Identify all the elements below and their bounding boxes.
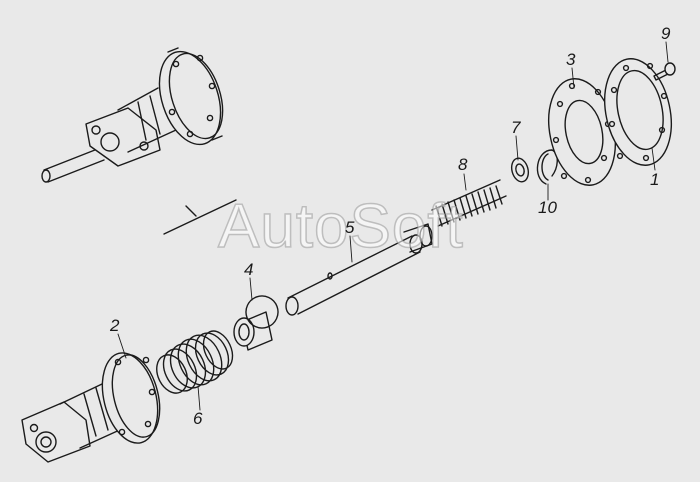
callout-7: 7 — [511, 118, 521, 137]
cover-plate-part-1 — [604, 58, 672, 166]
callout-1: 1 — [650, 170, 660, 189]
callout-6: 6 — [193, 409, 203, 428]
watermark: AutoSoft — [217, 192, 464, 261]
callout-10: 10 — [538, 198, 557, 217]
separation-mark — [163, 199, 237, 235]
snap-ring-part-10 — [536, 149, 558, 185]
callout-8: 8 — [458, 155, 468, 174]
rod-part-5 — [285, 223, 433, 316]
threaded-shaft-part-8 — [431, 179, 507, 227]
coil-spring-part-6 — [156, 330, 234, 394]
callout-4: 4 — [244, 260, 254, 279]
callout-9: 9 — [661, 24, 671, 43]
leader-lines — [117, 41, 669, 411]
lower-housing-part-2 — [21, 352, 161, 463]
callout-5: 5 — [345, 218, 355, 237]
bolt-part-9 — [653, 62, 676, 81]
callout-3: 3 — [566, 50, 576, 69]
callout-2: 2 — [110, 316, 120, 335]
bushing-part-4 — [233, 295, 279, 351]
upper-housing-assembly — [41, 47, 224, 183]
washer-part-7 — [510, 157, 530, 183]
